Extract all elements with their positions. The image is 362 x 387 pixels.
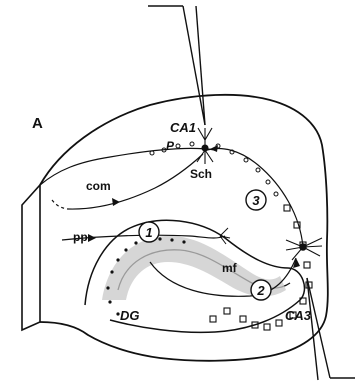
perforant-label: pp [73, 230, 88, 244]
panel-label: A [32, 115, 43, 132]
ca3-label: CA3 [285, 308, 312, 323]
commissural-label: com [86, 179, 111, 193]
ca3-neuron [286, 238, 322, 260]
synapse-marker-3: 3 [246, 190, 266, 210]
synapse-marker-2: 2 [251, 280, 271, 300]
svg-text:3: 3 [252, 193, 260, 208]
slice-cut-face [22, 185, 40, 330]
pyramidal-layer-label: P [166, 139, 175, 153]
svg-text:2: 2 [256, 283, 265, 298]
recording-electrode [307, 278, 355, 380]
ca1-neuron [197, 128, 213, 164]
dg-label: DG [120, 308, 140, 323]
svg-text:1: 1 [145, 225, 152, 240]
synapse-marker-1: 1 [139, 222, 159, 242]
mossy-fiber-label: mf [222, 261, 238, 275]
commissural-arrow [112, 198, 120, 206]
stimulating-electrode [148, 6, 205, 125]
perforant-arrow [88, 234, 96, 242]
ca1-label: CA1 [170, 120, 196, 135]
commissural-path-dashed [52, 200, 68, 209]
schaffer-label: Sch [190, 167, 212, 181]
schaffer-arrow [210, 145, 218, 152]
